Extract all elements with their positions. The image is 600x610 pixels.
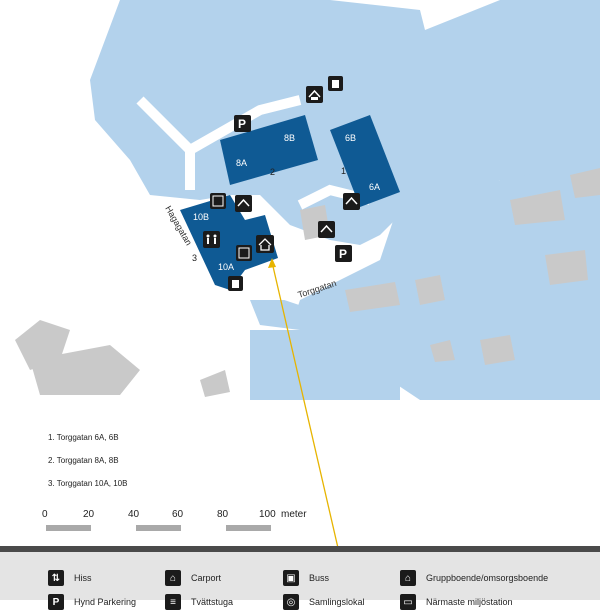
legend-item: ⌂ Carport — [165, 570, 221, 586]
laundry-icon: ◎ — [283, 594, 299, 610]
building-label: 6A — [369, 182, 380, 192]
legend-label: Gruppboende/omsorgsboende — [426, 573, 549, 583]
disabled-parking-icon: P — [48, 594, 64, 610]
carport-icon — [343, 193, 360, 210]
carport-icon — [318, 221, 335, 238]
scale-tick: 0 — [42, 509, 48, 520]
legend-item: ◎ Samlingslokal — [283, 594, 365, 610]
building-label: 10A — [218, 262, 234, 272]
scale-bar: 0 20 40 60 80 100 meter — [40, 509, 340, 539]
elevator-icon — [236, 245, 252, 261]
legend-label: Hynd Parkering — [74, 597, 137, 607]
legend-item: ⇅ Hiss — [48, 570, 92, 586]
svg-text:P: P — [238, 117, 246, 131]
svg-text:P: P — [339, 247, 347, 261]
building-label: 6B — [345, 133, 356, 143]
water-area — [90, 0, 600, 245]
elevator-icon — [210, 193, 226, 209]
building-label: 10B — [193, 212, 209, 222]
scale-tick: 40 — [128, 509, 140, 520]
legend-item: ⌂ Gruppboende/omsorgsboende — [400, 570, 548, 586]
address-legend: 1. Torggatan 6A, 6B 2. Torggatan 8A, 8B … — [48, 433, 127, 502]
pointer-arrowhead — [268, 258, 276, 268]
legend-label: Närmaste miljöstation — [426, 597, 513, 607]
building-number: 1 — [341, 166, 346, 176]
carport-icon — [306, 86, 323, 103]
drying-room-icon: ≡ — [165, 594, 181, 610]
carport-icon — [235, 195, 252, 212]
bus-icon: ▣ — [283, 570, 299, 586]
restroom-icon — [203, 231, 220, 248]
garbage-icon — [328, 76, 343, 91]
building-10a-10b — [180, 195, 278, 290]
building-6a-6b — [330, 115, 400, 207]
scale-tick: 20 — [83, 509, 95, 520]
water-area — [480, 35, 555, 95]
group-housing-icon — [256, 235, 274, 253]
legend-item: ▭ Närmaste miljöstation — [400, 594, 513, 610]
building-number: 3 — [192, 253, 197, 263]
icon-legend-panel: ⇅ Hiss ⌂ Carport ▣ Buss ⌂ Gruppboende/om… — [0, 546, 600, 610]
scale-tick: 60 — [172, 509, 184, 520]
legend-label: Hiss — [74, 573, 92, 583]
elevator-icon: ⇅ — [48, 570, 64, 586]
garbage-icon — [228, 276, 243, 291]
legend-item: P Hynd Parkering — [48, 594, 136, 610]
carport-icon: ⌂ — [165, 570, 181, 586]
scale-tick: 80 — [217, 509, 229, 520]
buildings — [180, 115, 400, 290]
legend-label: Buss — [309, 573, 330, 583]
legend-label: Carport — [191, 573, 222, 583]
scale-tick: 100 — [259, 509, 276, 520]
water-areas — [90, 0, 600, 400]
garbage-icon: ▭ — [400, 594, 416, 610]
legend-item: ≡ Tvättstuga — [165, 594, 233, 610]
neighbour-buildings — [15, 168, 600, 397]
scale-segment — [136, 525, 181, 531]
parking-icon: P — [335, 245, 352, 262]
legend-item: ▣ Buss — [283, 570, 329, 586]
building-8a-8b — [220, 115, 318, 185]
parking-icon: P — [234, 115, 251, 132]
address-item: 2. Torggatan 8A, 8B — [48, 456, 119, 465]
building-label: 8A — [236, 158, 247, 168]
scale-segment — [226, 525, 271, 531]
address-item: 1. Torggatan 6A, 6B — [48, 433, 119, 442]
pointer-line — [271, 261, 351, 600]
building-number: 2 — [270, 167, 275, 177]
legend-label: Tvättstuga — [191, 597, 234, 607]
scale-segment — [46, 525, 91, 531]
building-label: 8B — [284, 133, 295, 143]
address-item: 3. Torggatan 10A, 10B — [48, 479, 128, 488]
legend-label: Samlingslokal — [309, 597, 365, 607]
water-area — [250, 330, 400, 400]
scale-unit: meter — [281, 509, 307, 520]
group-housing-icon: ⌂ — [400, 570, 416, 586]
